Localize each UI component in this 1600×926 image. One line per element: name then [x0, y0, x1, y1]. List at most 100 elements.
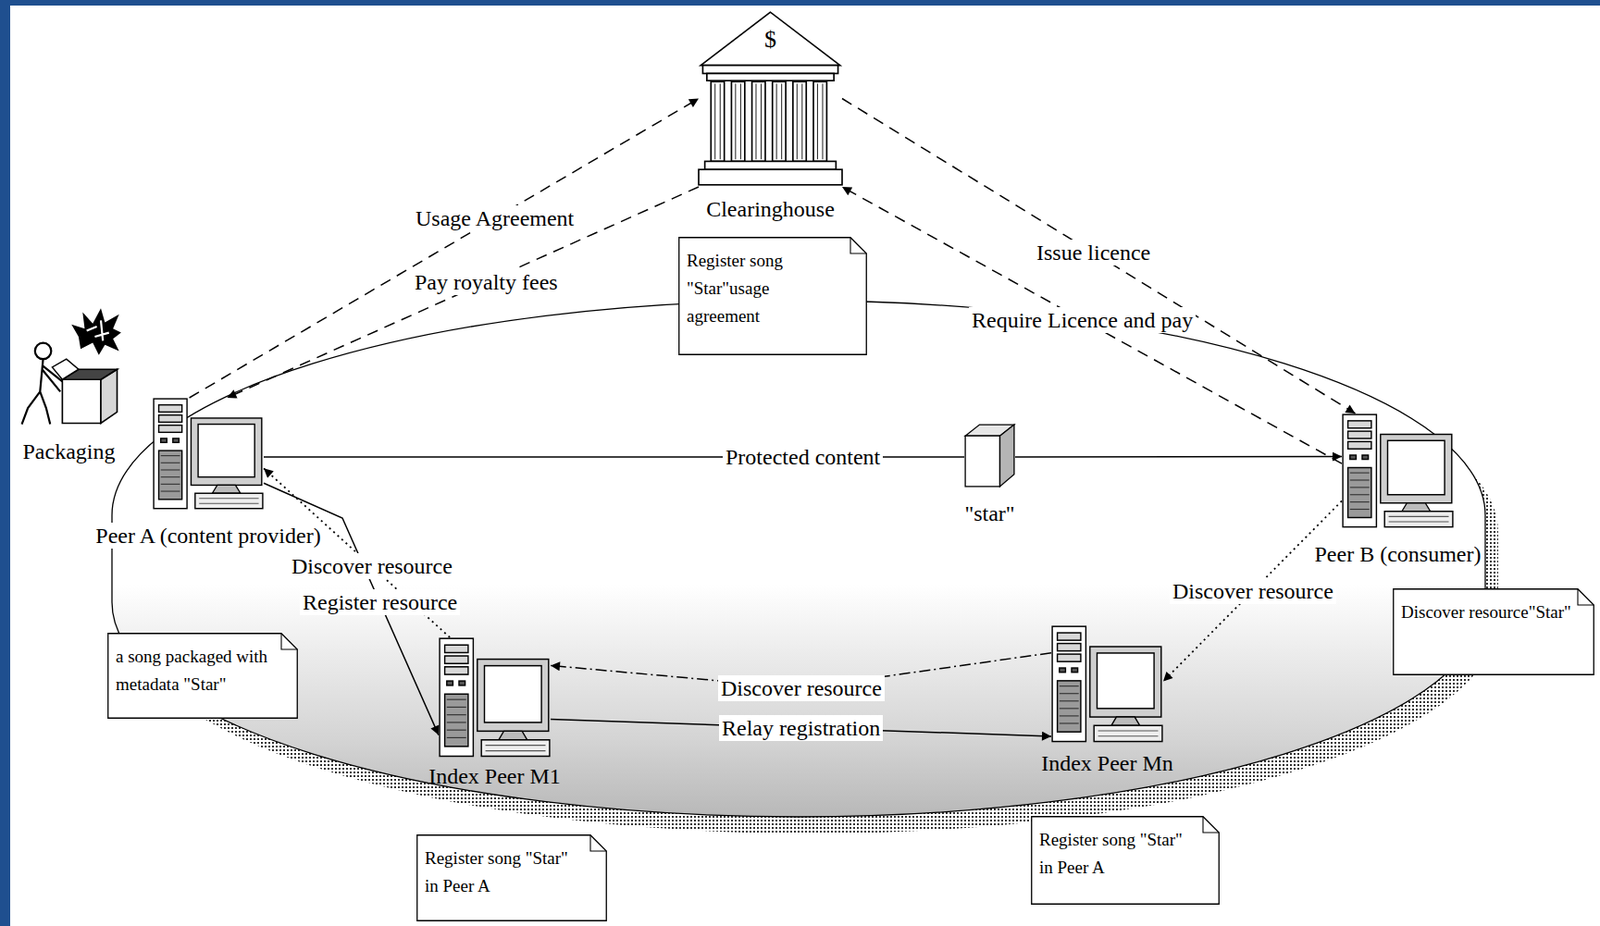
note-text: a song packaged with metadata "Star": [115, 643, 292, 699]
drive-bay: [1348, 431, 1372, 439]
tower-grill: [446, 706, 467, 708]
tower-grill: [446, 714, 467, 716]
monitor-screen: [1097, 653, 1155, 709]
keyboard: [195, 493, 263, 509]
column-flute: [734, 83, 736, 160]
tower-grill: [1059, 722, 1080, 724]
bank-part: [772, 81, 786, 162]
column-flute: [740, 83, 742, 160]
node-label: "star": [961, 500, 1018, 527]
tower-panel: [1348, 468, 1372, 519]
index-peer-node: Index Peer M1: [438, 637, 551, 760]
note-box: Discover resource"Star": [1392, 588, 1595, 676]
splash-streak: [86, 320, 110, 341]
packaging-node: Packaging: [15, 306, 123, 429]
tower-panel: [1057, 681, 1081, 732]
connector-label: Require Licence and pay: [968, 307, 1196, 334]
note-text: Register song "Star" in Peer A: [424, 844, 578, 901]
column-flute: [801, 83, 803, 160]
index-peer-node: Index Peer Mn: [1051, 625, 1164, 745]
tower-case: [1052, 626, 1086, 742]
note-outline: [1392, 588, 1595, 676]
note-box: Register song "Star"usage agreement: [678, 236, 868, 356]
connector: [842, 99, 1356, 415]
tower-grill: [1059, 707, 1080, 709]
tower-case: [153, 398, 187, 509]
note-paper: [1393, 589, 1595, 676]
note-box: a song packaged with metadata "Star": [107, 632, 298, 720]
column-flute: [776, 83, 778, 160]
note-paper: [1031, 817, 1220, 906]
keyboard-keys: [198, 497, 259, 499]
keyboard: [481, 740, 550, 757]
tower-grill: [161, 490, 181, 492]
tower-button: [161, 438, 168, 443]
note-fold: [281, 633, 298, 650]
packaging-figure: [15, 306, 123, 429]
splash: [71, 308, 122, 356]
note-text: Register song "Star"usage agreement: [686, 247, 812, 331]
bank-part: [698, 169, 843, 186]
note-paper: [417, 835, 608, 922]
tower-grill: [446, 737, 467, 739]
tower-panel: [445, 694, 469, 747]
drive-bay: [445, 656, 469, 664]
tower-grill: [1350, 494, 1370, 496]
cube-side: [1000, 424, 1015, 487]
currency-symbol: $: [764, 26, 777, 53]
tower-grill: [161, 476, 181, 478]
tower-grill: [1059, 715, 1080, 717]
drive-bay: [159, 405, 183, 413]
node-label: Peer A (content provider): [92, 522, 323, 549]
node-label: Clearinghouse: [703, 196, 838, 223]
bank-part: [731, 81, 745, 162]
drive-bay: [1348, 441, 1372, 449]
tower-case: [1342, 414, 1377, 528]
keyboard-keys: [198, 503, 259, 505]
person-head: [35, 343, 52, 360]
column-flute: [796, 83, 798, 160]
note-text: Discover resource"Star": [1401, 598, 1587, 627]
node-label: Index Peer Mn: [1038, 750, 1177, 777]
tower-button: [1350, 455, 1357, 460]
node-label: Index Peer M1: [425, 763, 564, 790]
note-fold: [1203, 817, 1219, 833]
computer-icon: [438, 637, 551, 760]
computer-icon: [152, 397, 264, 512]
tower-button: [1059, 668, 1067, 673]
peer-node: Peer A (content provider): [152, 397, 264, 512]
bank-part: [710, 81, 724, 162]
tower-grill: [1350, 508, 1370, 510]
tower-grill: [161, 462, 181, 464]
connector: [189, 99, 699, 399]
node-label: Packaging: [20, 438, 119, 465]
tower-grill: [161, 455, 181, 457]
peer-node: Peer B (consumer): [1341, 413, 1454, 531]
column-flute: [817, 83, 819, 160]
column-flute: [714, 83, 716, 160]
person-body: [22, 359, 63, 424]
node-label: Peer B (consumer): [1312, 541, 1485, 568]
keyboard-keys: [1098, 735, 1159, 737]
box-front: [62, 379, 101, 423]
drive-bay: [1348, 421, 1372, 429]
tower-grill: [161, 483, 181, 485]
connector-label: Pay royalty fees: [411, 269, 561, 296]
tower-button: [173, 438, 180, 443]
keyboard: [1384, 511, 1453, 528]
bank-roof: [700, 12, 841, 65]
connector-label: Register resource: [299, 589, 460, 616]
monitor-frame: [190, 418, 261, 485]
drive-bay: [159, 415, 183, 423]
connector-label: Relay registration: [719, 715, 883, 742]
monitor-frame: [477, 659, 549, 732]
monitor-stand: [498, 731, 528, 740]
tower-grill: [1059, 700, 1080, 702]
slide-border: [0, 0, 1600, 6]
tower-grill: [446, 730, 467, 732]
tower-grill: [1350, 501, 1370, 503]
keyboard-keys: [485, 750, 546, 752]
monitor-stand: [211, 484, 241, 494]
